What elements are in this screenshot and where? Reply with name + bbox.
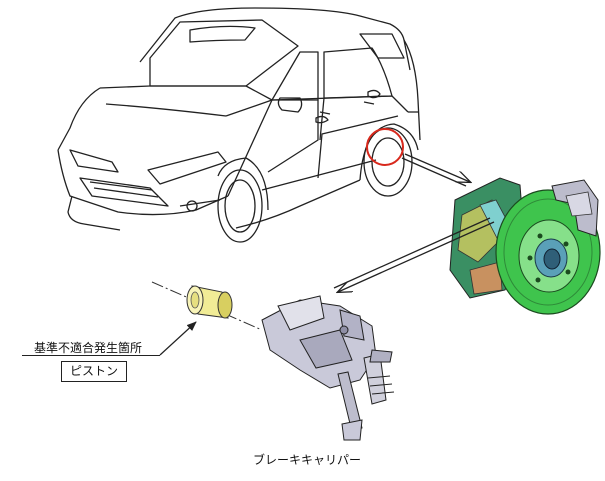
arrow-car-to-wheel	[404, 153, 470, 182]
piston-label-box: ピストン	[61, 361, 127, 382]
caliper-caption: ブレーキキャリパー	[253, 453, 362, 467]
highlight-circle	[366, 128, 404, 166]
leader-line	[159, 321, 197, 356]
car-illustration	[57, 7, 421, 243]
defect-label-underline	[22, 355, 160, 356]
caliper-part	[261, 295, 395, 441]
wheel-assembly	[449, 177, 601, 315]
arrow-wheel-to-caliper	[338, 221, 495, 292]
piston-part	[186, 285, 233, 319]
defect-location-label: 基準不適合発生箇所	[34, 341, 143, 355]
